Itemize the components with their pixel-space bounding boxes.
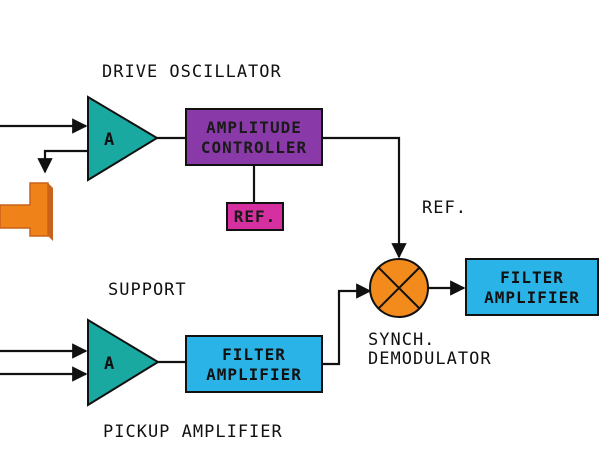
drive-actuator-shape	[0, 182, 49, 237]
filter-amp-right-line1: FILTER	[500, 268, 564, 287]
ref-signal-label: REF.	[422, 198, 467, 218]
drive-actuator-shadow	[48, 183, 53, 241]
amplitude-controller-line1: AMPLITUDE	[206, 118, 302, 137]
ref-box-label: REF.	[234, 207, 277, 226]
synch-label: SYNCH.	[368, 330, 435, 350]
reference-wire	[322, 136, 407, 259]
filter-amp-lower-line2: AMPLIFIER	[206, 365, 302, 384]
filter-amplifier-right-block	[465, 258, 599, 316]
filter-amp-right-line2: AMPLIFIER	[484, 288, 580, 307]
demodulator-label: DEMODULATOR	[368, 349, 492, 369]
pickup-amp-symbol: A	[104, 354, 114, 374]
pickup-amplifier-label: PICKUP AMPLIFIER	[103, 422, 283, 442]
ref-box	[226, 202, 284, 231]
drive-amp-symbol: A	[104, 130, 114, 150]
mixer-cross-b	[377, 266, 421, 310]
drive-amplifier-triangle	[87, 95, 159, 182]
filter-amp-lower-line1: FILTER	[222, 345, 286, 364]
amplitude-controller-line2: CONTROLLER	[201, 138, 307, 157]
drive-oscillator-label: DRIVE OSCILLATOR	[102, 62, 282, 82]
signal-to-demod-wire	[322, 283, 372, 366]
pickup-amplifier-triangle	[87, 318, 160, 407]
feedback-wire	[37, 149, 88, 174]
support-label: SUPPORT	[108, 280, 187, 300]
